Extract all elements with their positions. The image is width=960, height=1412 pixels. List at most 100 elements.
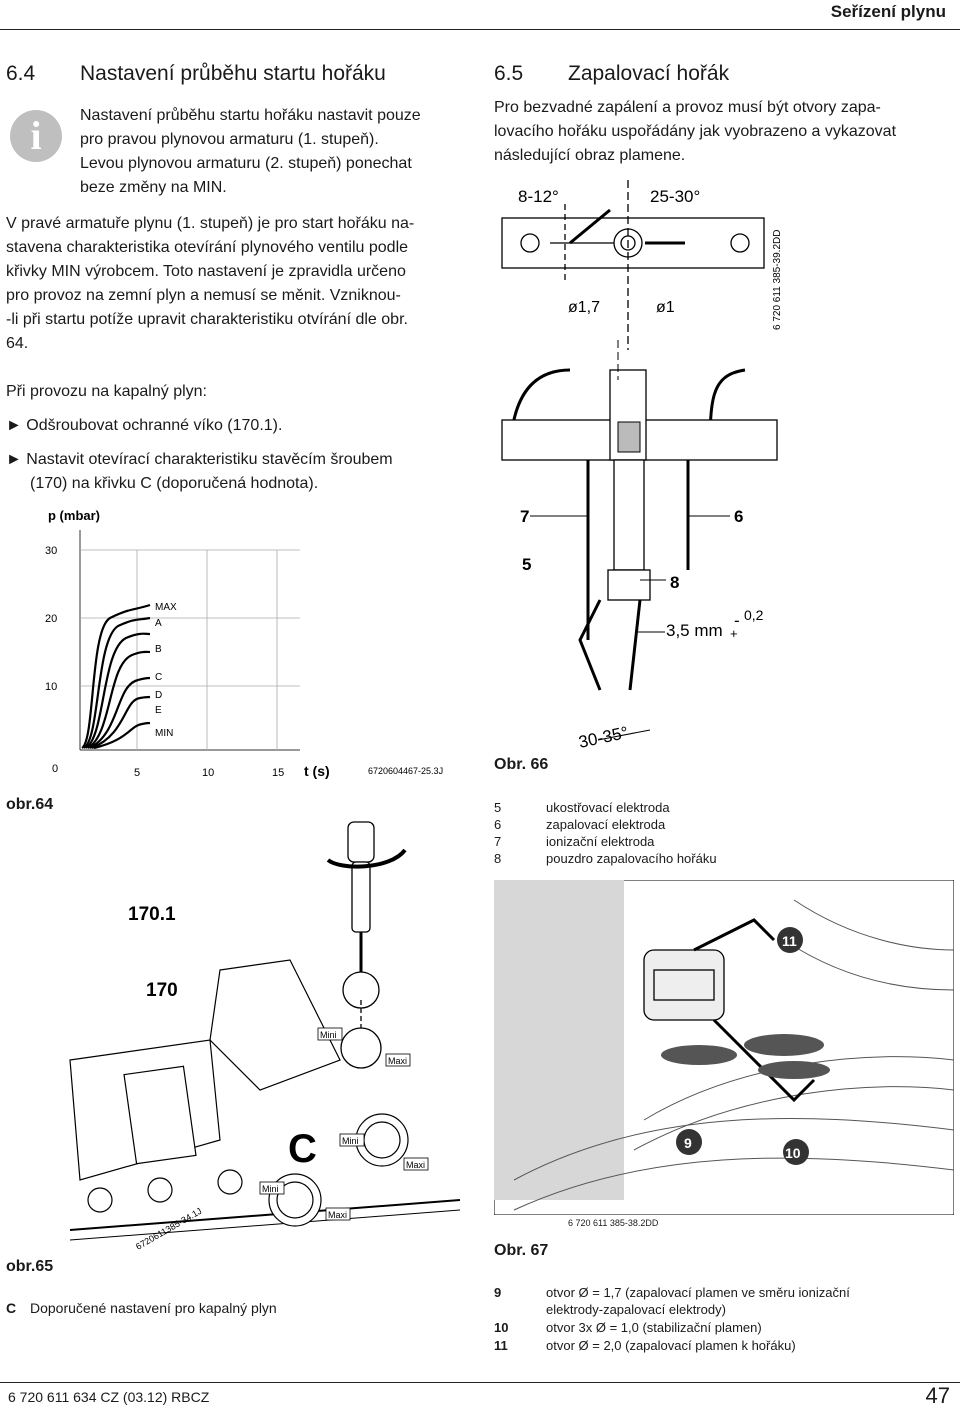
section-6-4-number: 6.4 <box>6 62 36 85</box>
x-tick: 5 <box>134 767 140 779</box>
label-maxi: Maxi <box>406 1160 425 1170</box>
legend-item: 10 otvor 3x Ø = 1,0 (stabilizační plamen… <box>494 1320 762 1335</box>
curve-min <box>93 721 151 750</box>
callout-5: 5 <box>522 555 531 574</box>
tolerance-value: 0,2 <box>744 607 764 623</box>
note-line: Levou plynovou armaturu (2. stupeň) pone… <box>80 155 412 172</box>
callout-6: 6 <box>734 507 743 526</box>
para-line: lovacího hořáku uspořádány jak vyobrazen… <box>494 123 897 140</box>
curve-e <box>91 695 151 750</box>
label-170: 170 <box>146 980 178 1001</box>
figure-67: 11 9 10 6 720 611 385-38.2DD <box>493 879 955 1230</box>
label-maxi: Maxi <box>388 1056 407 1066</box>
note-line: pro pravou plynovou armaturu (1. stupeň)… <box>80 131 379 148</box>
para-line: 64. <box>6 335 29 352</box>
para-line: -li při startu potíže upravit charakteri… <box>6 311 408 328</box>
document-code: 6 720 611 634 CZ (03.12) RBCZ <box>8 1389 210 1405</box>
step-remove-cap: Odšroubovat ochranné víko (170.1). <box>6 414 282 438</box>
y-tick: 20 <box>45 613 57 625</box>
curve-label-a: A <box>155 618 162 629</box>
figure-67-code: 6 720 611 385-38.2DD <box>568 1218 659 1228</box>
para-line: Pro bezvadné zapálení a provoz musí být … <box>494 99 881 116</box>
legend-item: 11 otvor Ø = 2,0 (zapalovací plamen k ho… <box>494 1338 796 1353</box>
callout-10: 10 <box>785 1145 801 1161</box>
gap-dimension: 3,5 mm <box>666 621 723 640</box>
header-rule <box>0 29 960 30</box>
note-line: Nastavení průběhu startu hořáku nastavit… <box>80 107 421 124</box>
para-line: stavena charakteristika otevírání plynov… <box>6 239 409 256</box>
info-icon: i <box>10 110 62 162</box>
label-maxi: Maxi <box>328 1210 347 1220</box>
curve-label-d: D <box>155 690 162 701</box>
legend-key-c: C <box>6 1300 17 1316</box>
para-line: V pravé armatuře plynu (1. stupeň) je pr… <box>6 215 415 232</box>
label-mini: Mini <box>320 1030 337 1040</box>
figure-64-caption: obr.64 <box>6 796 54 813</box>
y-tick: 10 <box>45 681 57 693</box>
label-c: C <box>288 1127 317 1171</box>
background-plate <box>494 880 624 1200</box>
running-header: Seřízení plynu <box>830 2 946 21</box>
section-6-4-title: Nastavení průběhu startu hořáku <box>80 62 386 85</box>
section-6-5-title: Zapalovací hořák <box>568 62 730 85</box>
para-line: následující obraz plamene. <box>494 147 686 164</box>
burner-side-view <box>501 340 778 741</box>
figure-67-caption: Obr. 67 <box>494 1242 549 1259</box>
para-line: křivky MIN výrobcem. Toto nastavení je z… <box>6 263 406 280</box>
diameter-label-1: ø1 <box>656 299 675 316</box>
info-note: Nastavení průběhu startu hořáku nastavit… <box>80 104 421 200</box>
footer-rule <box>0 1382 960 1383</box>
curve-label-c: C <box>155 672 162 683</box>
burner-top-view <box>501 180 765 350</box>
curve-max <box>81 603 151 749</box>
burner-tubes <box>513 899 955 1211</box>
y-axis-label: p (mbar) <box>48 508 100 523</box>
figure-64: p (mbar) 30 20 10 0 5 10 15 t (s) 672060… <box>0 500 470 790</box>
curve-label-e: E <box>155 705 162 716</box>
figure-66: 8-12° 25-30° ø1,7 ø1 6 720 611 385-39.2D… <box>490 170 960 785</box>
curve-c <box>87 650 151 749</box>
curve-a <box>83 616 151 749</box>
tolerance-plus: + <box>730 626 738 641</box>
curve-d <box>89 676 151 749</box>
label-mini: Mini <box>342 1136 359 1146</box>
label-mini: Mini <box>262 1184 279 1194</box>
curve-b <box>85 632 151 749</box>
callout-9: 9 <box>684 1135 692 1151</box>
pilot-nozzle <box>643 918 816 1103</box>
figure-65: 170.1 170 C Mini Maxi Mini Maxi Mini Max… <box>60 810 480 1260</box>
note-line: beze změny na MIN. <box>80 179 227 196</box>
y-tick: 0 <box>52 763 58 775</box>
legend-item: 9 otvor Ø = 1,7 (zapalovací plamen ve sm… <box>494 1285 850 1317</box>
legend-text-c: Doporučené nastavení pro kapalný plyn <box>30 1300 277 1316</box>
section-6-5-number: 6.5 <box>494 62 524 85</box>
side-code: 6 720 611 385-39.2DD <box>772 230 783 330</box>
x-axis-label: t (s) <box>304 763 330 779</box>
figure-65-caption: obr.65 <box>6 1258 54 1275</box>
tolerance-minus: - <box>734 611 740 630</box>
gridlines <box>80 549 300 750</box>
valve-body <box>69 959 461 1241</box>
diameter-label-1-7: ø1,7 <box>568 299 600 316</box>
angle-label-25-30: 25-30° <box>650 187 700 206</box>
y-tick: 30 <box>45 545 57 557</box>
x-tick: 15 <box>272 767 284 779</box>
paragraph-pilot-burner: Pro bezvadné zapálení a provoz musí být … <box>494 96 896 168</box>
callout-7: 7 <box>520 507 529 526</box>
para-line: pro provoz na zemní plyn a nemusí se měn… <box>6 287 401 304</box>
flame-shapes <box>661 1034 830 1079</box>
adjusting-knob <box>268 1113 409 1227</box>
figure-code: 6720611385-34.1J <box>134 1206 203 1252</box>
screwdriver-illustration <box>326 821 407 1069</box>
step-line: Nastavit otevírací charakteristiku stavě… <box>6 448 392 472</box>
callout-badges <box>676 927 809 1165</box>
paragraph-lpg: Při provozu na kapalný plyn: <box>6 383 207 400</box>
x-tick: 10 <box>202 767 214 779</box>
curve-label-min: MIN <box>155 728 173 739</box>
curve-label-max: MAX <box>155 602 177 613</box>
step-set-curve: Nastavit otevírací charakteristiku stavě… <box>6 448 392 496</box>
callout-8: 8 <box>670 573 679 592</box>
